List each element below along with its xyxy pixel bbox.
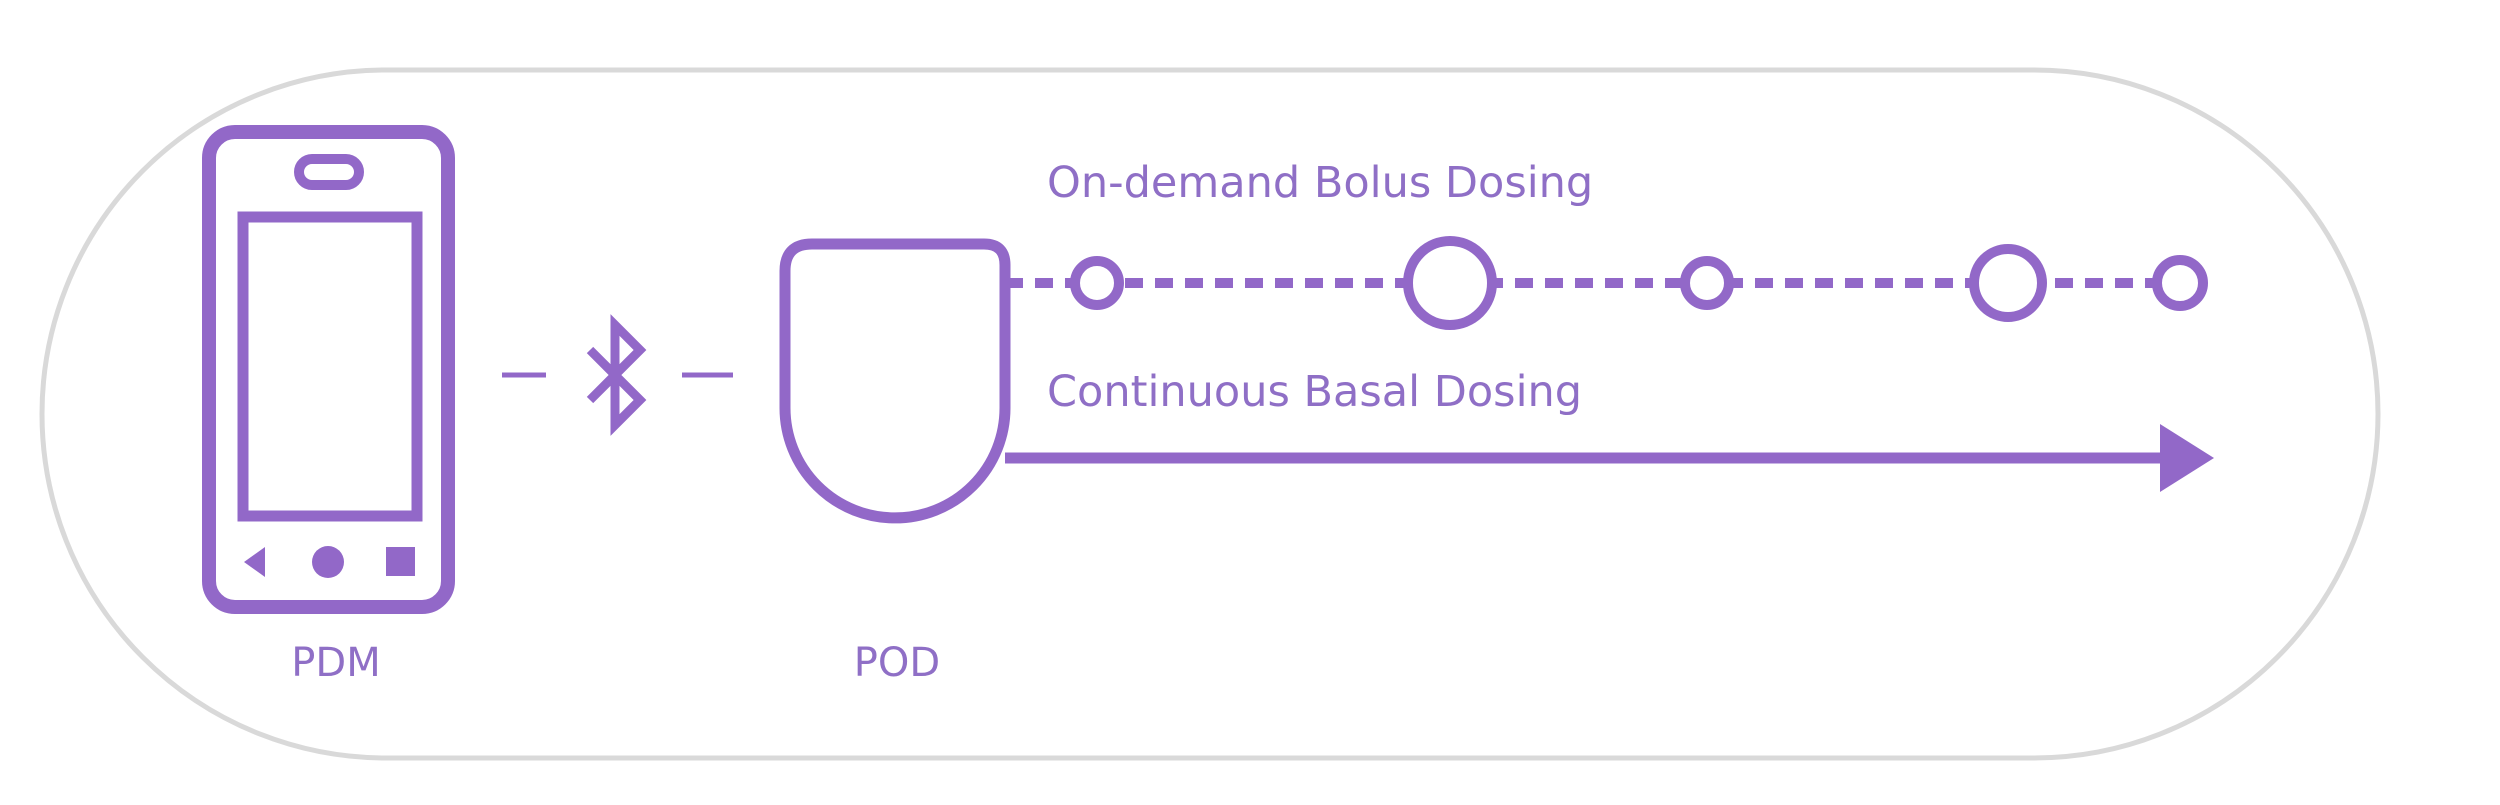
bluetooth-icon bbox=[586, 314, 647, 436]
bolus-marker-large bbox=[1403, 236, 1497, 330]
pdm-body bbox=[202, 125, 455, 614]
basal-dosing-arrow bbox=[1005, 424, 2214, 492]
pdm-screen bbox=[237, 211, 423, 522]
bolus-dosing-label: On-demand Bolus Dosing bbox=[1047, 158, 1593, 208]
basal-dosing-label: Continuous Basal Dosing bbox=[1047, 367, 1582, 417]
pdm-label: PDM bbox=[291, 640, 380, 686]
home-icon bbox=[312, 546, 344, 578]
arrow-head-icon bbox=[2160, 424, 2214, 492]
pdm-speaker bbox=[294, 154, 364, 190]
bolus-marker-small bbox=[2152, 255, 2208, 311]
pod-label: POD bbox=[854, 640, 940, 686]
bolus-dosing-track bbox=[1005, 236, 2208, 330]
diagram-frame bbox=[39, 67, 2381, 761]
pdm-device-icon bbox=[202, 125, 455, 614]
bolus-marker-small bbox=[1680, 256, 1734, 310]
recent-apps-icon bbox=[386, 547, 415, 576]
connection-link bbox=[502, 314, 733, 436]
back-icon bbox=[244, 547, 265, 577]
bolus-marker-large bbox=[1969, 244, 2047, 322]
pod-device-icon bbox=[779, 238, 1011, 524]
bolus-marker-small bbox=[1070, 256, 1124, 310]
